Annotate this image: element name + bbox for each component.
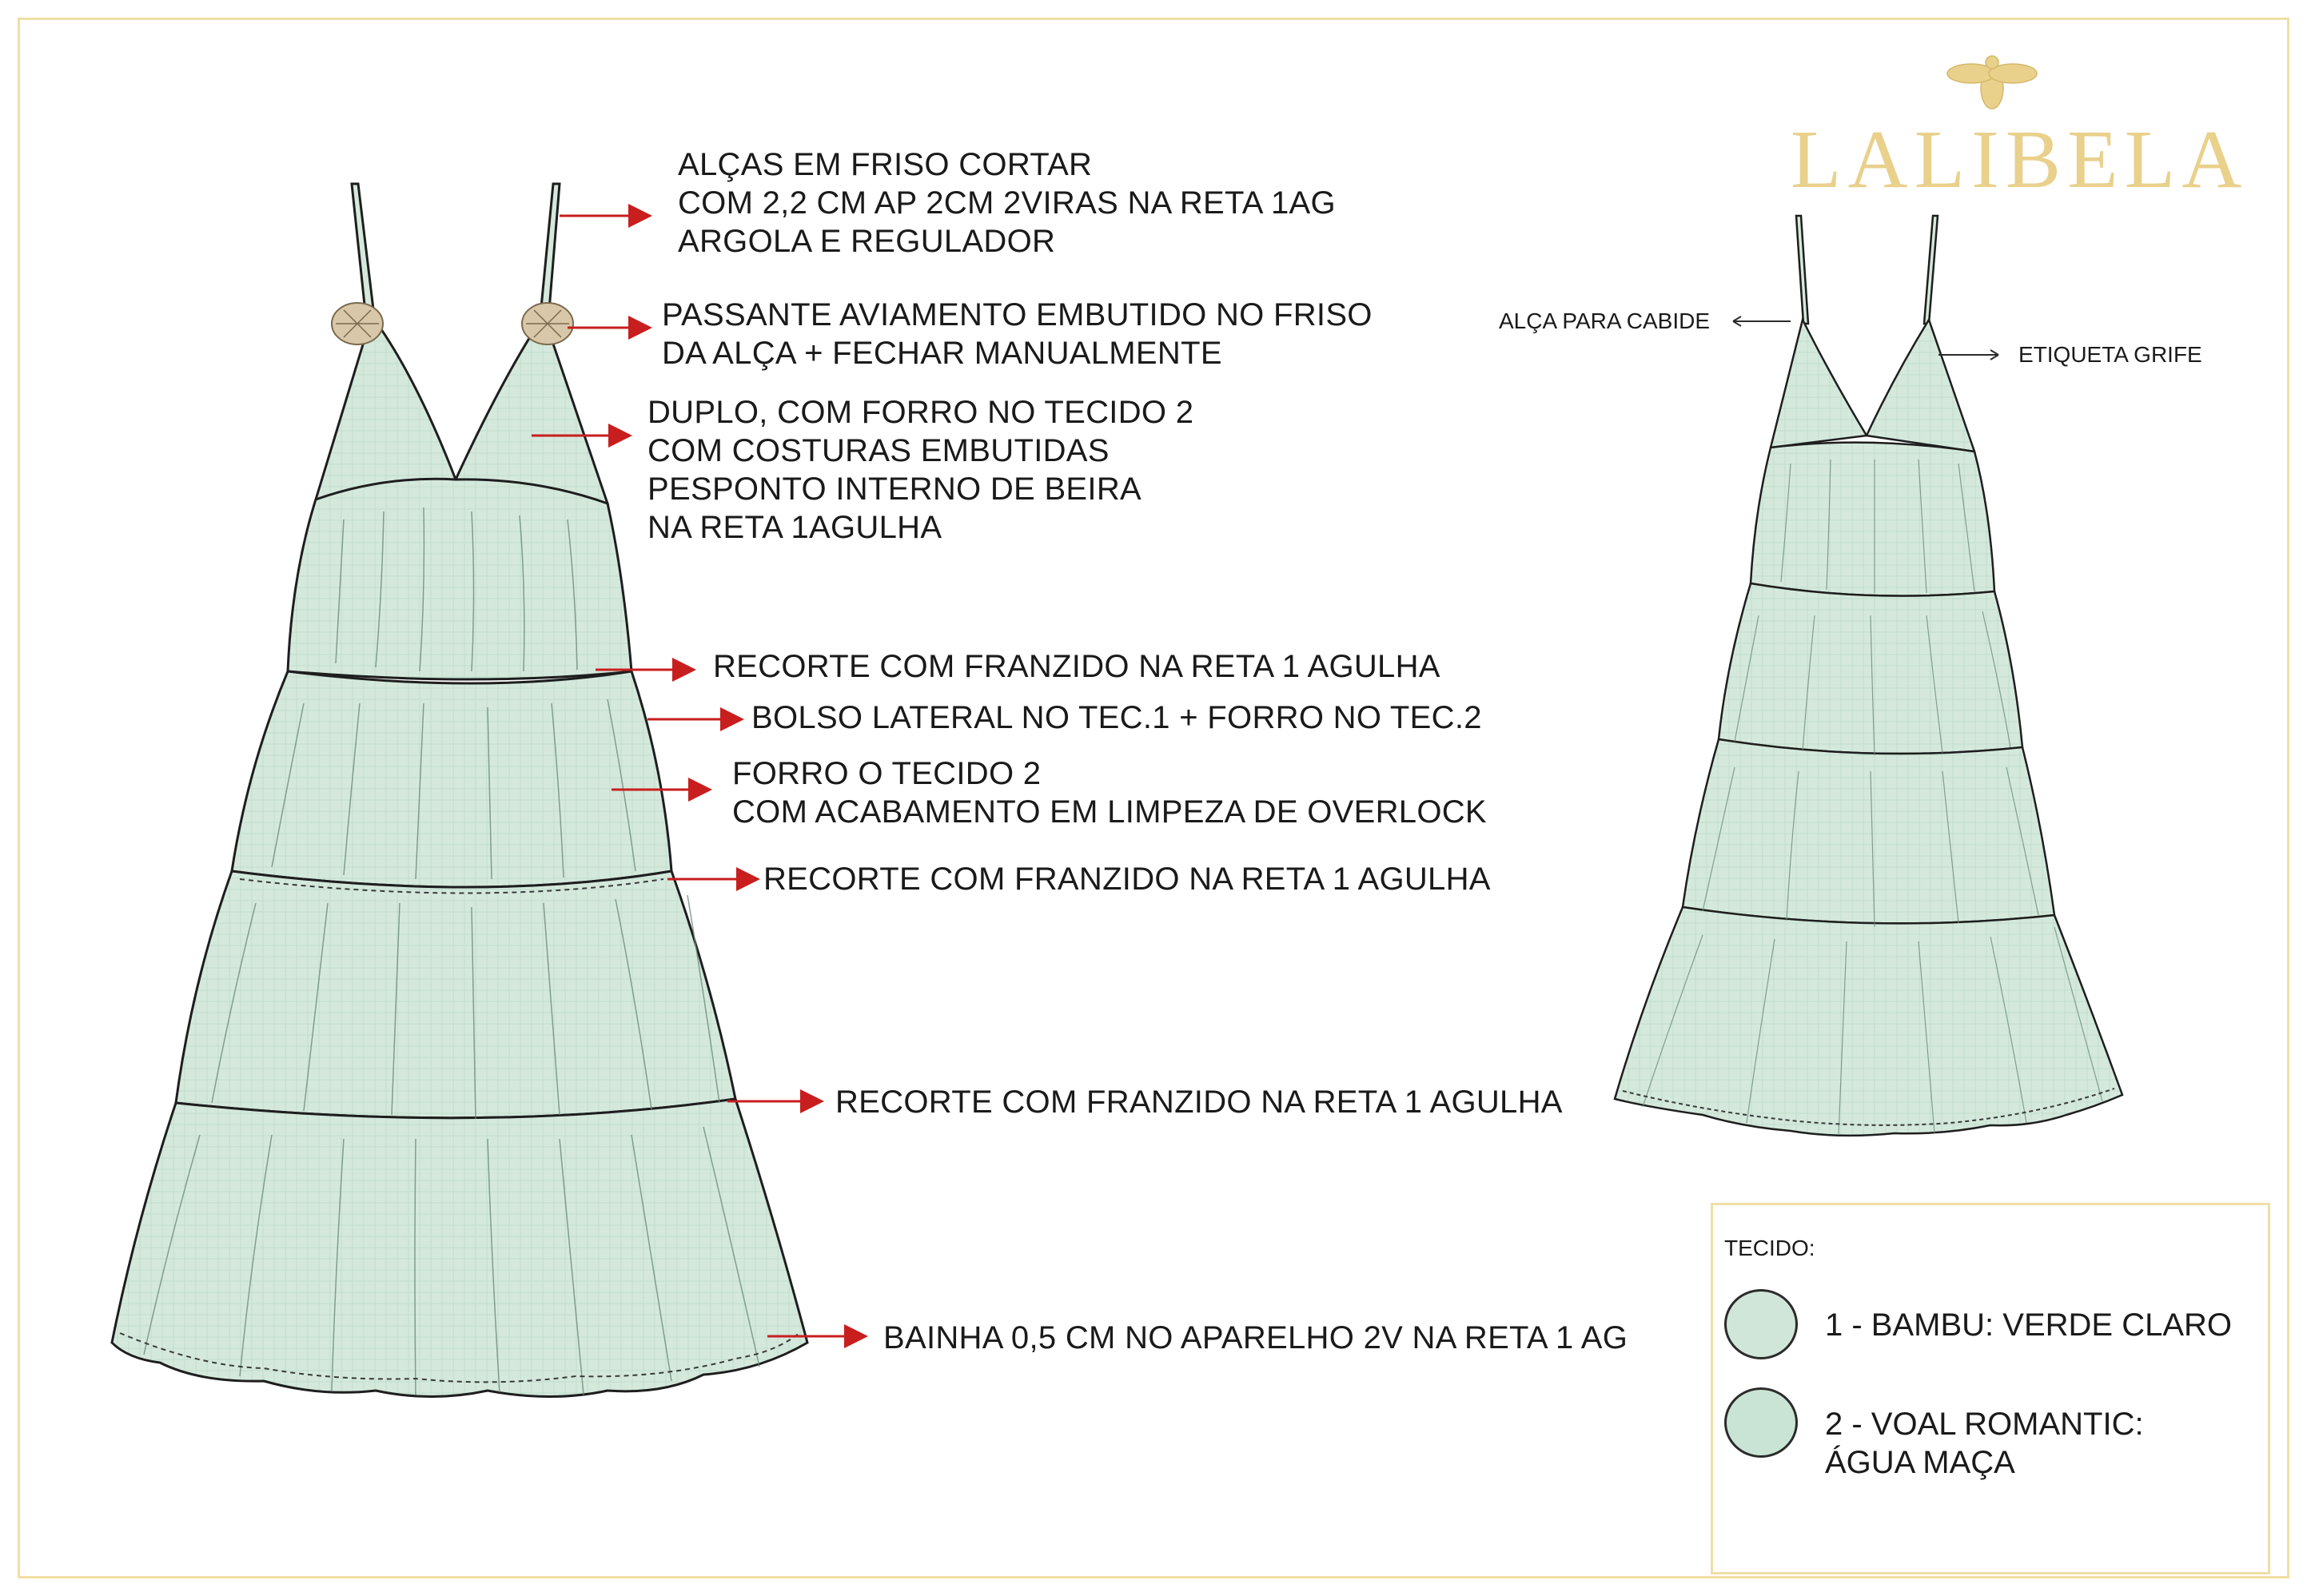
annotation-arrows	[532, 204, 868, 1348]
front-tier-1	[286, 477, 633, 681]
front-tier-4	[110, 1097, 809, 1398]
note-recorte-3: RECORTE COM FRANZIDO NA RETA 1 AGULHA	[835, 1085, 1563, 1120]
fabric-legend: TECIDO: 1 - BAMBU: VERDE CLARO 2 - VOAL …	[1711, 1203, 2270, 1574]
fabric-swatch-2	[1724, 1387, 1798, 1458]
note-recorte-1: RECORTE COM FRANZIDO NA RETA 1 AGULHA	[713, 649, 1440, 684]
back-dress-drawing	[1613, 214, 2124, 1137]
bee-icon	[1946, 55, 2038, 109]
note-bolso: BOLSO LATERAL NO TEC.1 + FORRO NO TEC.2	[751, 700, 1482, 735]
note-line: COM 2,2 CM AP 2CM 2VIRAS NA RETA 1AG	[678, 185, 1336, 221]
note-recorte-2: RECORTE COM FRANZIDO NA RETA 1 AGULHA	[763, 862, 1491, 897]
legend-label-1: 1 - BAMBU: VERDE CLARO	[1825, 1306, 2232, 1344]
legend-line: 2 - VOAL ROMANTIC:	[1825, 1407, 2144, 1442]
note-line: COM ACABAMENTO EM LIMPEZA DE OVERLOCK	[732, 794, 1487, 830]
shell-ornament-left	[331, 302, 384, 345]
back-gather-lines	[1642, 459, 2103, 1136]
front-seam-stitch	[239, 878, 664, 894]
label-alca-cabide: ALÇA PARA CABIDE	[1499, 308, 1711, 333]
note-passante: PASSANTE AVIAMENTO EMBUTIDO NO FRISO DA …	[662, 296, 1373, 372]
note-forro: FORRO O TECIDO 2 COM ACABAMENTO EM LIMPE…	[732, 754, 1487, 831]
front-bodice	[313, 312, 458, 501]
front-bodice-right	[453, 312, 610, 505]
note-line: ARGOLA E REGULADOR	[678, 224, 1056, 259]
front-tier-2	[230, 670, 673, 889]
note-line: DA ALÇA + FECHAR MANUALMENTE	[662, 336, 1222, 371]
note-line: FORRO O TECIDO 2	[732, 756, 1042, 791]
note-line: ALÇAS EM FRISO CORTAR	[678, 147, 1093, 182]
note-line: PESPONTO INTERNO DE BEIRA	[647, 472, 1142, 507]
note-line: COM COSTURAS EMBUTIDAS	[647, 433, 1110, 468]
front-gather-lines	[143, 507, 760, 1395]
front-tier-3	[174, 870, 737, 1120]
label-etiqueta-grife: ETIQUETA GRIFE	[2018, 342, 2202, 367]
shell-ornament-right	[521, 302, 574, 345]
note-line: NA RETA 1AGULHA	[647, 510, 942, 545]
legend-line: ÁGUA MAÇA	[1825, 1445, 2015, 1480]
brand-logo-text: LALIBELA	[1791, 113, 2249, 205]
legend-title: TECIDO:	[1724, 1236, 1815, 1260]
back-view-arrows	[1732, 316, 1999, 360]
note-bainha: BAINHA 0,5 CM NO APARELHO 2V NA RETA 1 A…	[883, 1320, 1628, 1355]
note-straps: ALÇAS EM FRISO CORTAR COM 2,2 CM AP 2CM …	[678, 145, 1336, 261]
note-line: DUPLO, COM FORRO NO TECIDO 2	[647, 395, 1194, 430]
note-duplo: DUPLO, COM FORRO NO TECIDO 2 COM COSTURA…	[647, 393, 1193, 547]
note-line: PASSANTE AVIAMENTO EMBUTIDO NO FRISO	[662, 297, 1373, 332]
legend-label-2: 2 - VOAL ROMANTIC: ÁGUA MAÇA	[1825, 1405, 2144, 1482]
legend-line: 1 - BAMBU: VERDE CLARO	[1825, 1307, 2233, 1343]
fabric-swatch-1	[1724, 1289, 1798, 1359]
page-frame	[18, 18, 2289, 1578]
front-straps	[350, 182, 561, 322]
